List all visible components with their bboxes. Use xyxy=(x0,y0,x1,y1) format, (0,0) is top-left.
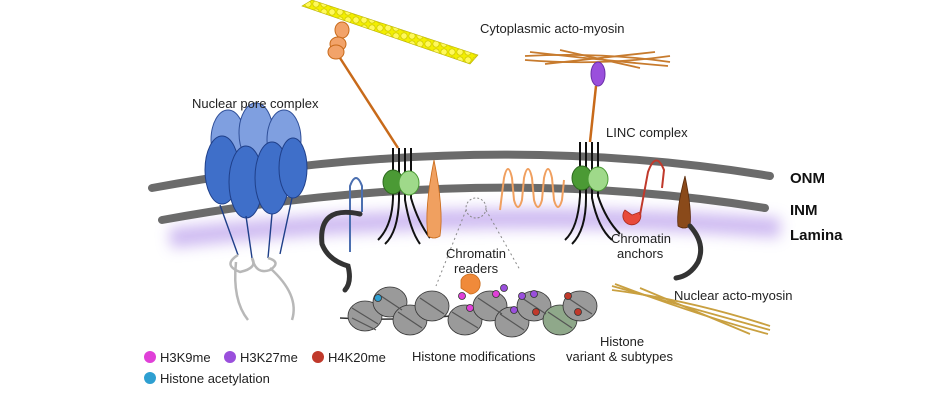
label-chromatin-anchors-1: Chromatin xyxy=(611,231,671,246)
label-nuclear-pore-complex: Nuclear pore complex xyxy=(192,96,319,111)
legend-label-acetylation: Histone acetylation xyxy=(160,371,270,386)
label-lamina: Lamina xyxy=(790,227,843,244)
label-chromatin-anchors-2: anchors xyxy=(617,246,664,261)
brown-cone-protein xyxy=(677,175,691,229)
label-cytoplasmic-actomyosin: Cytoplasmic acto-myosin xyxy=(480,21,625,36)
label-nuclear-actomyosin: Nuclear acto-myosin xyxy=(674,288,793,303)
label-histone-modifications: Histone modifications xyxy=(412,349,536,364)
nuclear-actomyosin-bundle xyxy=(611,283,771,335)
legend-swatch-acetylation xyxy=(144,372,156,384)
chromatin-reader-protein xyxy=(460,273,481,295)
red-hairpin-protein xyxy=(639,159,666,216)
legend-swatch-h4k20me xyxy=(312,351,324,363)
nesprin-right xyxy=(588,85,598,143)
label-histone-variant-1: Histone xyxy=(600,334,644,349)
legend-label-h3k27me: H3K27me xyxy=(240,350,298,365)
legend-label-h4k20me: H4K20me xyxy=(328,350,386,365)
myosin-purple xyxy=(590,61,606,87)
orange-cone-protein xyxy=(426,159,442,239)
label-inm: INM xyxy=(790,202,818,219)
nesprin-left xyxy=(338,57,400,149)
label-onm: ONM xyxy=(790,170,825,187)
legend-label-h3k9me: H3K9me xyxy=(160,350,211,365)
blue-hairpin-protein xyxy=(349,177,363,252)
label-chromatin-readers-1: Chromatin xyxy=(446,246,506,261)
nuclear-pore-complex xyxy=(204,102,308,321)
chromatin-reader-zoom xyxy=(435,197,521,287)
label-chromatin-readers-2: readers xyxy=(454,261,499,276)
myosin-head-cytoplasmic xyxy=(327,21,350,60)
cytoplasmic-actin-filament xyxy=(301,0,479,65)
legend-swatch-h3k27me xyxy=(224,351,236,363)
label-linc-complex: LINC complex xyxy=(606,125,688,140)
lamina-glow xyxy=(168,208,781,248)
nucleosome-array xyxy=(339,284,598,338)
cytoplasmic-actomyosin-bundle xyxy=(524,49,671,69)
chromatin-strand-left xyxy=(319,209,363,293)
legend-swatch-h3k9me xyxy=(144,351,156,363)
legend: H3K9me H3K27me H4K20me Histone acetylati… xyxy=(144,350,386,386)
chromatin-strand-right xyxy=(673,223,704,281)
transmembrane-zigzag-protein xyxy=(499,168,565,211)
label-histone-variant-2: variant & subtypes xyxy=(566,349,673,364)
linc-complex-right xyxy=(564,142,621,245)
